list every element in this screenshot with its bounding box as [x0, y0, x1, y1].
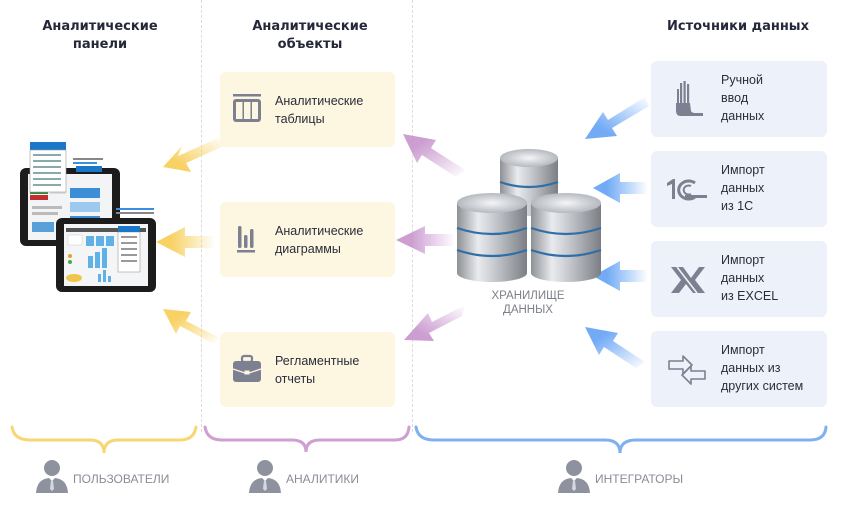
column-separator: [201, 0, 202, 432]
source-card-manual[interactable]: Ручной ввод данных: [651, 61, 827, 137]
briefcase-icon: [232, 354, 262, 382]
arrow-objects-to-dashboards-middle: [156, 227, 215, 257]
label-line: Импорт: [721, 343, 765, 357]
label-line: Импорт: [721, 163, 765, 177]
source-card-label: Импорт данных из других систем: [721, 341, 803, 395]
person-icon: [249, 460, 281, 493]
arrow-other-to-storage: [585, 327, 645, 368]
arrow-1c-to-storage: [593, 173, 648, 203]
label-line: Регламентные: [275, 354, 360, 368]
label-line: Аналитические: [275, 224, 364, 238]
column-title-line: объекты: [277, 37, 343, 52]
label-line: данных: [721, 181, 765, 195]
exchange-arrows-icon: [668, 355, 706, 385]
object-card-label: Аналитические диаграммы: [275, 222, 363, 258]
object-card-label: Аналитические таблицы: [275, 92, 363, 128]
label-line: диаграммы: [275, 242, 341, 256]
brace-users: [10, 425, 198, 454]
role-label: АНАЛИТИКИ: [286, 472, 360, 486]
person-icon: [36, 460, 68, 493]
bar-chart-icon: [237, 226, 255, 253]
object-card-tables[interactable]: Аналитические таблицы: [220, 72, 395, 147]
role-label: ПОЛЬЗОВАТЕЛИ: [73, 472, 170, 486]
table-icon: [233, 94, 261, 122]
person-icon: [558, 460, 590, 493]
label-line: Ручной: [721, 73, 763, 87]
column-title-line: Аналитические: [42, 19, 158, 34]
source-card-label: Ручной ввод данных: [721, 71, 764, 125]
database-cylinder: [456, 193, 528, 282]
database-icon: [456, 149, 602, 282]
database-cylinder: [530, 193, 602, 282]
arrow-storage-to-reports: [404, 305, 465, 341]
excel-icon: [671, 266, 705, 294]
source-card-1c[interactable]: Импорт данных из 1С: [651, 151, 827, 227]
label-line: ввод: [721, 91, 749, 105]
label-line: других систем: [721, 379, 804, 393]
arrow-objects-to-dashboards-top: [163, 138, 226, 172]
source-card-excel[interactable]: Импорт данных из EXCEL: [651, 241, 827, 317]
source-card-other-systems[interactable]: Импорт данных из других систем: [651, 331, 827, 407]
1c-logo-icon: [667, 179, 707, 201]
dashboard-tablets-illustration: [20, 142, 156, 292]
column-title-sources: Источники данных: [648, 18, 828, 36]
object-card-label: Регламентные отчеты: [275, 352, 359, 388]
column-title-dashboards: Аналитические панели: [20, 18, 180, 54]
arrow-storage-to-charts: [396, 226, 455, 254]
source-card-label: Импорт данных из EXCEL: [721, 251, 778, 305]
label-line: Аналитические: [275, 94, 364, 108]
storage-label: ХРАНИЛИЩЕ ДАННЫХ: [478, 289, 578, 317]
arrow-objects-to-dashboards-bottom: [163, 309, 220, 344]
hand-icon: [676, 81, 703, 116]
source-card-label: Импорт данных из 1С: [721, 161, 765, 215]
arrow-excel-to-storage: [593, 261, 648, 291]
column-title-objects: Аналитические объекты: [230, 18, 390, 54]
label-line: из 1С: [721, 199, 754, 213]
brace-analysts: [203, 425, 411, 453]
label-line: данных: [721, 109, 765, 123]
brace-integrators: [414, 425, 828, 454]
label-line: данных: [721, 271, 765, 285]
column-title-line: Аналитические: [252, 19, 368, 34]
label-line: ДАННЫХ: [503, 304, 553, 316]
object-card-reports[interactable]: Регламентные отчеты: [220, 332, 395, 407]
label-line: Импорт: [721, 253, 765, 267]
role-users: ПОЛЬЗОВАТЕЛИ: [35, 459, 195, 499]
role-analysts: АНАЛИТИКИ: [248, 459, 408, 499]
column-title-line: панели: [72, 37, 128, 52]
role-braces: [10, 425, 828, 454]
column-title-line: Источники данных: [667, 19, 809, 34]
label-line: отчеты: [275, 372, 316, 386]
object-card-charts[interactable]: Аналитические диаграммы: [220, 202, 395, 277]
label-line: данных из: [721, 361, 781, 375]
arrow-storage-to-tables: [403, 134, 465, 177]
column-separator: [412, 0, 413, 432]
role-integrators: ИНТЕГРАТОРЫ: [557, 459, 717, 499]
label-line: таблицы: [275, 112, 325, 126]
role-label: ИНТЕГРАТОРЫ: [595, 472, 684, 486]
arrow-manual-to-storage: [585, 97, 649, 139]
label-line: ХРАНИЛИЩЕ: [491, 290, 565, 302]
label-line: из EXCEL: [721, 289, 779, 303]
